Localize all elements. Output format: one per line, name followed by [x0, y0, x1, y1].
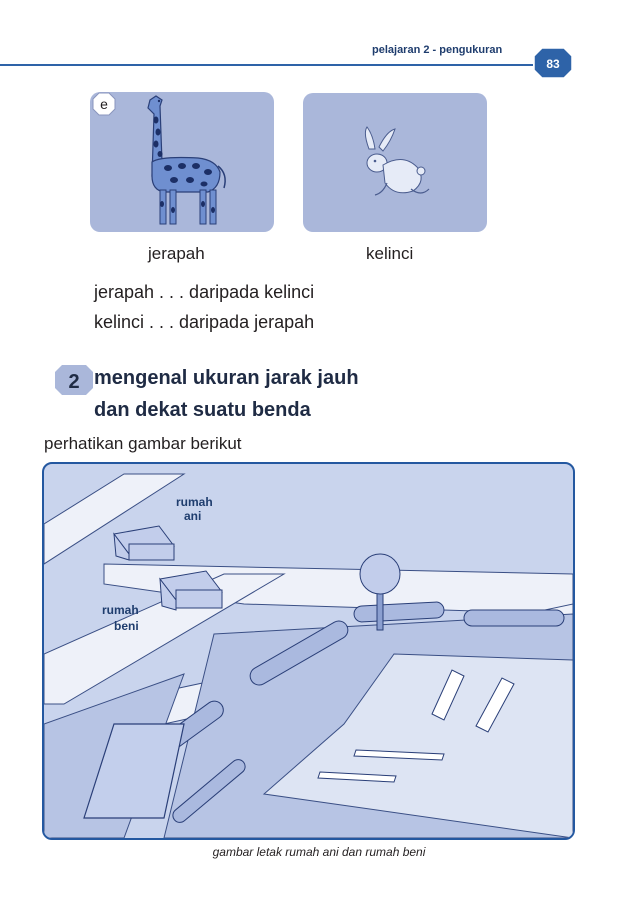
comparison-sentence-2: kelinci . . . daripada jerapah [94, 312, 315, 332]
section-title-line-2: dan dekat suatu benda [94, 399, 311, 421]
comparison-sentence-1: jerapah . . . daripada kelinci [94, 282, 315, 302]
section-title-line-1: mengenal ukuran jarak jauh [94, 367, 359, 389]
label-e-badge: e [92, 92, 116, 116]
label-house-beni-1: rumah [102, 603, 139, 617]
page-number-badge: 83 [534, 48, 572, 78]
header-title: pelajaran 2 - pengukuran [372, 44, 503, 56]
instruction-text: perhatikan gambar berikut [44, 434, 242, 453]
map-figure: rumah ani rumah beni [42, 462, 575, 840]
label-house-beni-2: beni [114, 619, 139, 633]
rabbit-illustration [364, 126, 430, 196]
giraffe-panel [90, 92, 274, 232]
map-illustration: rumah ani rumah beni [44, 473, 573, 838]
rabbit-panel [303, 93, 487, 232]
header-rule [0, 64, 533, 66]
caption-rabbit: kelinci [366, 244, 414, 263]
label-e: e [100, 96, 108, 112]
page-number: 83 [546, 57, 560, 71]
label-house-ani-2: ani [184, 509, 201, 523]
section-number-badge: 2 [55, 365, 93, 395]
caption-giraffe: jerapah [148, 244, 205, 263]
giraffe-illustration [147, 95, 226, 225]
figure-caption: gambar letak rumah ani dan rumah beni [212, 845, 426, 859]
label-house-ani-1: rumah [176, 495, 213, 509]
section-number: 2 [68, 371, 79, 393]
